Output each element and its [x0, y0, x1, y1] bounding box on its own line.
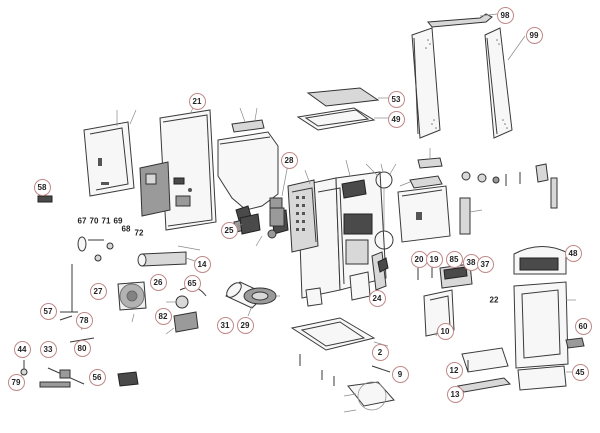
callout-48: 48 — [564, 244, 582, 262]
callout-24: 24 — [368, 289, 386, 307]
callout-68: 68 — [121, 224, 131, 234]
callout-98: 98 — [496, 6, 514, 24]
callout-38: 38 — [462, 253, 480, 271]
callout-14: 14 — [193, 255, 211, 273]
callout-44: 44 — [13, 340, 31, 358]
callout-20: 20 — [410, 250, 428, 268]
callout-9: 9 — [391, 365, 409, 383]
callout-85: 85 — [445, 250, 463, 268]
callout-25: 25 — [220, 221, 238, 239]
part-bolts — [300, 354, 390, 386]
callout-19: 19 — [425, 250, 443, 268]
callout-69: 69 — [113, 216, 123, 226]
part-base-frame — [292, 318, 388, 350]
callout-71: 71 — [101, 216, 111, 226]
callout-78: 78 — [75, 311, 93, 329]
callout-56: 56 — [88, 368, 106, 386]
callout-45: 45 — [571, 363, 589, 381]
part-rear-panel — [140, 100, 216, 230]
part-motor-bracket — [234, 214, 276, 246]
part-hinge — [566, 338, 584, 348]
part-fan-motor — [118, 282, 146, 322]
part-vertical-bar — [460, 198, 482, 234]
callout-49: 49 — [387, 110, 405, 128]
callout-10: 10 — [436, 322, 454, 340]
part-side-plate — [398, 148, 450, 242]
callout-70: 70 — [89, 216, 99, 226]
callout-37: 37 — [476, 255, 494, 273]
part-left-rods — [20, 264, 138, 387]
part-bottom-panel — [518, 366, 572, 390]
part-bracket — [38, 196, 52, 202]
part-thermostat-hardware — [78, 237, 200, 261]
callout-67: 67 — [77, 216, 87, 226]
part-top-vent — [514, 246, 574, 274]
callout-31: 31 — [216, 316, 234, 334]
part-ash-tray — [458, 378, 510, 392]
callout-65: 65 — [183, 274, 201, 292]
callout-53: 53 — [387, 90, 405, 108]
callout-33: 33 — [39, 340, 57, 358]
callout-26: 26 — [149, 273, 167, 291]
callout-12: 12 — [445, 361, 463, 379]
part-foot-plate — [344, 382, 394, 412]
callout-99: 99 — [525, 26, 543, 44]
callout-21: 21 — [188, 92, 206, 110]
callout-27: 27 — [89, 282, 107, 300]
callout-79: 79 — [7, 373, 25, 391]
part-top-grate — [298, 108, 390, 130]
part-igniter — [166, 287, 206, 334]
part-top-plate — [308, 88, 390, 106]
part-washers-right — [462, 164, 557, 208]
part-screws-small — [418, 266, 432, 280]
callout-29: 29 — [236, 316, 254, 334]
part-exhaust-fan — [244, 288, 280, 316]
callout-72: 72 — [134, 228, 144, 238]
part-pellet-hopper — [218, 108, 278, 232]
part-ash-drawer — [462, 348, 508, 372]
callout-82: 82 — [154, 307, 172, 325]
part-firebox — [270, 160, 386, 306]
callout-60: 60 — [574, 317, 592, 335]
part-heat-tube — [138, 252, 198, 266]
part-side-panels — [412, 28, 525, 138]
part-back-plate — [84, 110, 136, 196]
callout-2: 2 — [371, 343, 389, 361]
callout-80: 80 — [73, 339, 91, 357]
part-door — [514, 282, 576, 368]
part-handle-bar — [428, 14, 497, 27]
part-gasket-set — [366, 164, 396, 249]
callout-28: 28 — [280, 151, 298, 169]
callout-13: 13 — [446, 385, 464, 403]
part-cleaning-tool — [372, 252, 388, 290]
callout-22: 22 — [489, 295, 499, 305]
callout-58: 58 — [33, 178, 51, 196]
callout-57: 57 — [39, 302, 57, 320]
